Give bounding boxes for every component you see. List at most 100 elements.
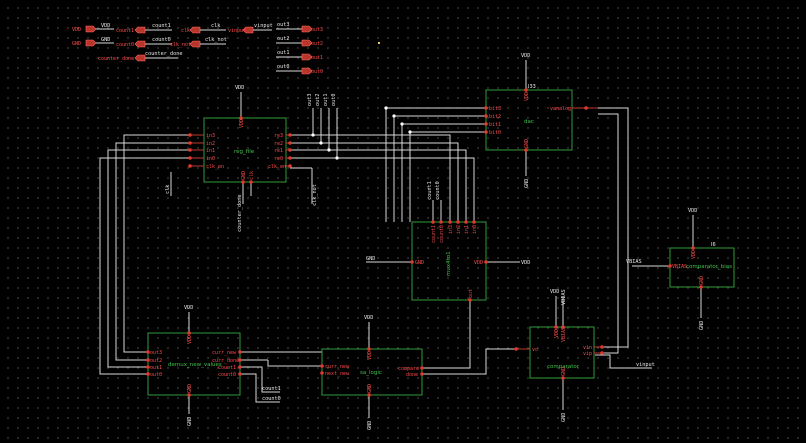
sa-logic-pin-gnd: GND [367,384,373,393]
io-pin-count1[interactable]: count1 count1 [116,23,172,34]
io-net-count1: count1 [152,23,171,29]
net-label-vdd-salogic: VDD [364,315,373,321]
comparator-pin-vo: vo [532,347,538,353]
dac-pin-bit3: bit3 [489,106,501,112]
reg-file-pin-re0: re0 [274,156,283,162]
demux-pin-out2: out2 [150,358,162,364]
reg-file-pin-clk-en-right: clk_en [268,164,286,170]
net-label-counter-done: counter_done [237,195,243,232]
io-pin-gnd[interactable]: GND GND [72,37,114,47]
mux-pin-in2: in2 [456,225,462,234]
net-label-vdd-regfile: VDD [235,85,244,91]
net-label-gnd-bias: GND [699,321,705,330]
sa-logic-pin-curr-new: curr_new [325,364,350,370]
io-pin-gnd-label: GND [72,41,81,47]
reg-file-pin-re1: re1 [274,148,283,154]
comparator-pin-gnd: GND [561,367,567,376]
io-net-count0: count0 [152,37,171,43]
comparator-name: comparator [547,364,580,370]
instance-comparator[interactable]: comparator vo vin vip VDD VBIAS GND [514,325,604,380]
bias-instance-id: I6 [711,242,716,248]
comparator-pin-vdd: VDD [554,329,560,338]
sa-logic-pin-vdd: VDD [367,351,373,360]
sa-logic-pin-done: done [406,372,418,378]
io-pin-vinput-label: vinput [228,28,246,34]
io-net-gnd: GND [101,37,110,43]
wires [99,60,702,418]
dac-pin-bit2: bit2 [489,114,501,120]
net-label-gnd-comparator: GND [561,413,567,422]
mux-pin-in3: in3 [448,225,454,234]
io-pin-clk[interactable]: clk clk [181,23,226,34]
net-label-out2: out2 [315,94,321,107]
reg-file-pin-re2: re2 [274,141,283,147]
net-label-count1-demux: count1 [262,386,281,392]
net-label-clk-not: clk_not [312,184,318,206]
io-pin-vinput[interactable]: vinput vinput [228,23,273,34]
dac-pin-gnd: GND [524,139,530,148]
reg-file-pin-in3: in3 [206,133,215,139]
dac-pin-bit1: bit1 [489,122,501,128]
io-pin-out2-label: out2 [311,41,323,47]
mux-pin-in1: in1 [464,225,470,234]
net-label-gnd-salogic: GND [367,421,373,430]
io-net-vdd: VDD [101,23,110,29]
reg-file-pin-clk-en-left: clk_en [206,164,224,170]
io-pin-count1-label: count1 [116,28,134,34]
net-label-out3: out3 [307,94,313,107]
mux-pin-count1: count1 [431,225,437,243]
instance-demux-new-values[interactable]: demux_new_values out3 out2 out1 out0 cur… [146,331,242,397]
net-label-out1: out1 [323,94,329,107]
net-label-vdd-comparator: VDD [550,289,559,295]
instance-reg-file[interactable]: reg_file in3 in2 in1 in0 clk_en re3 re2 … [188,116,292,184]
sa-logic-pin-compare: compare [398,366,419,372]
net-label-count1-mux: count1 [427,181,433,200]
mux-pin-count0: count0 [439,225,445,243]
mux-pin-vdd: VDD [474,260,483,266]
io-pin-out3[interactable]: out3 out3 [276,22,323,33]
instance-mux4to1[interactable]: mux4to1 count1 count0 in3 in2 in1 in0 GN… [410,220,488,302]
net-label-vdd-bias: VDD [688,208,697,214]
demux-pin-curr-new: curr_new [212,350,237,356]
io-pin-count0-label: count0 [116,42,134,48]
instance-comparator-bias[interactable]: I6 comparator_bias VBIAS VDD GND [668,242,735,289]
demux-pin-gnd: GND [187,384,193,393]
io-pin-out1[interactable]: out1 out1 [276,50,323,61]
reg-file-name: reg_file [234,149,255,155]
sa-logic-name: sa_logic [360,370,382,376]
dac-name: dac [524,119,534,125]
bias-pin-gnd: GND [699,276,705,285]
net-label-vinput: vinput [636,362,655,368]
net-label-vbias-comparator: VBIAS [561,289,567,305]
bias-pin-vdd: VDD [691,250,697,259]
io-pin-out2[interactable]: out2 out2 [276,36,323,47]
reg-file-left-pins: in3 in2 in1 in0 clk_en [188,133,224,170]
io-pin-clk-not[interactable]: clk_not clk_not [170,37,227,48]
instance-sa-logic[interactable]: sa_logic curr_new next_new compare done … [320,347,424,397]
io-pin-out3-label: out3 [311,27,323,33]
comparator-pin-vip: vip [583,351,592,357]
demux-name: demux_new_values [168,362,222,368]
instance-dac[interactable]: I33 dac bit3 bit2 bit1 bit0 vanalog VDD … [484,84,598,152]
io-pin-vdd[interactable]: VDD VDD [72,23,114,33]
dac-pin-vanalog: vanalog [550,106,571,112]
io-net-out1: out1 [277,50,290,56]
io-pin-out0[interactable]: out0 out0 [276,64,323,75]
io-net-vinput: vinput [254,23,273,29]
demux-pin-count1: count1 [218,365,236,371]
reg-file-pin-vdd: VDD [239,119,245,128]
io-pin-counter-done[interactable]: counter_done counter_done [98,51,182,62]
io-net-out0: out0 [277,64,290,70]
net-label-clk: clk [165,184,171,194]
reg-file-pin-in2: in2 [206,141,215,147]
io-pin-counter-done-label: counter_done [98,56,134,62]
net-label-vdd-demux: VDD [184,305,193,311]
net-labels: VDD VDD VDD VDD VDD VDD VDD GND GND GND … [165,53,705,430]
demux-pin-out1: out1 [150,365,162,371]
net-label-vbias-bias: VBIAS [626,259,642,265]
reg-file-pin-in1: in1 [206,148,215,154]
demux-pin-vdd: VDD [187,335,193,344]
io-pin-count0[interactable]: count0 count0 [116,37,172,48]
